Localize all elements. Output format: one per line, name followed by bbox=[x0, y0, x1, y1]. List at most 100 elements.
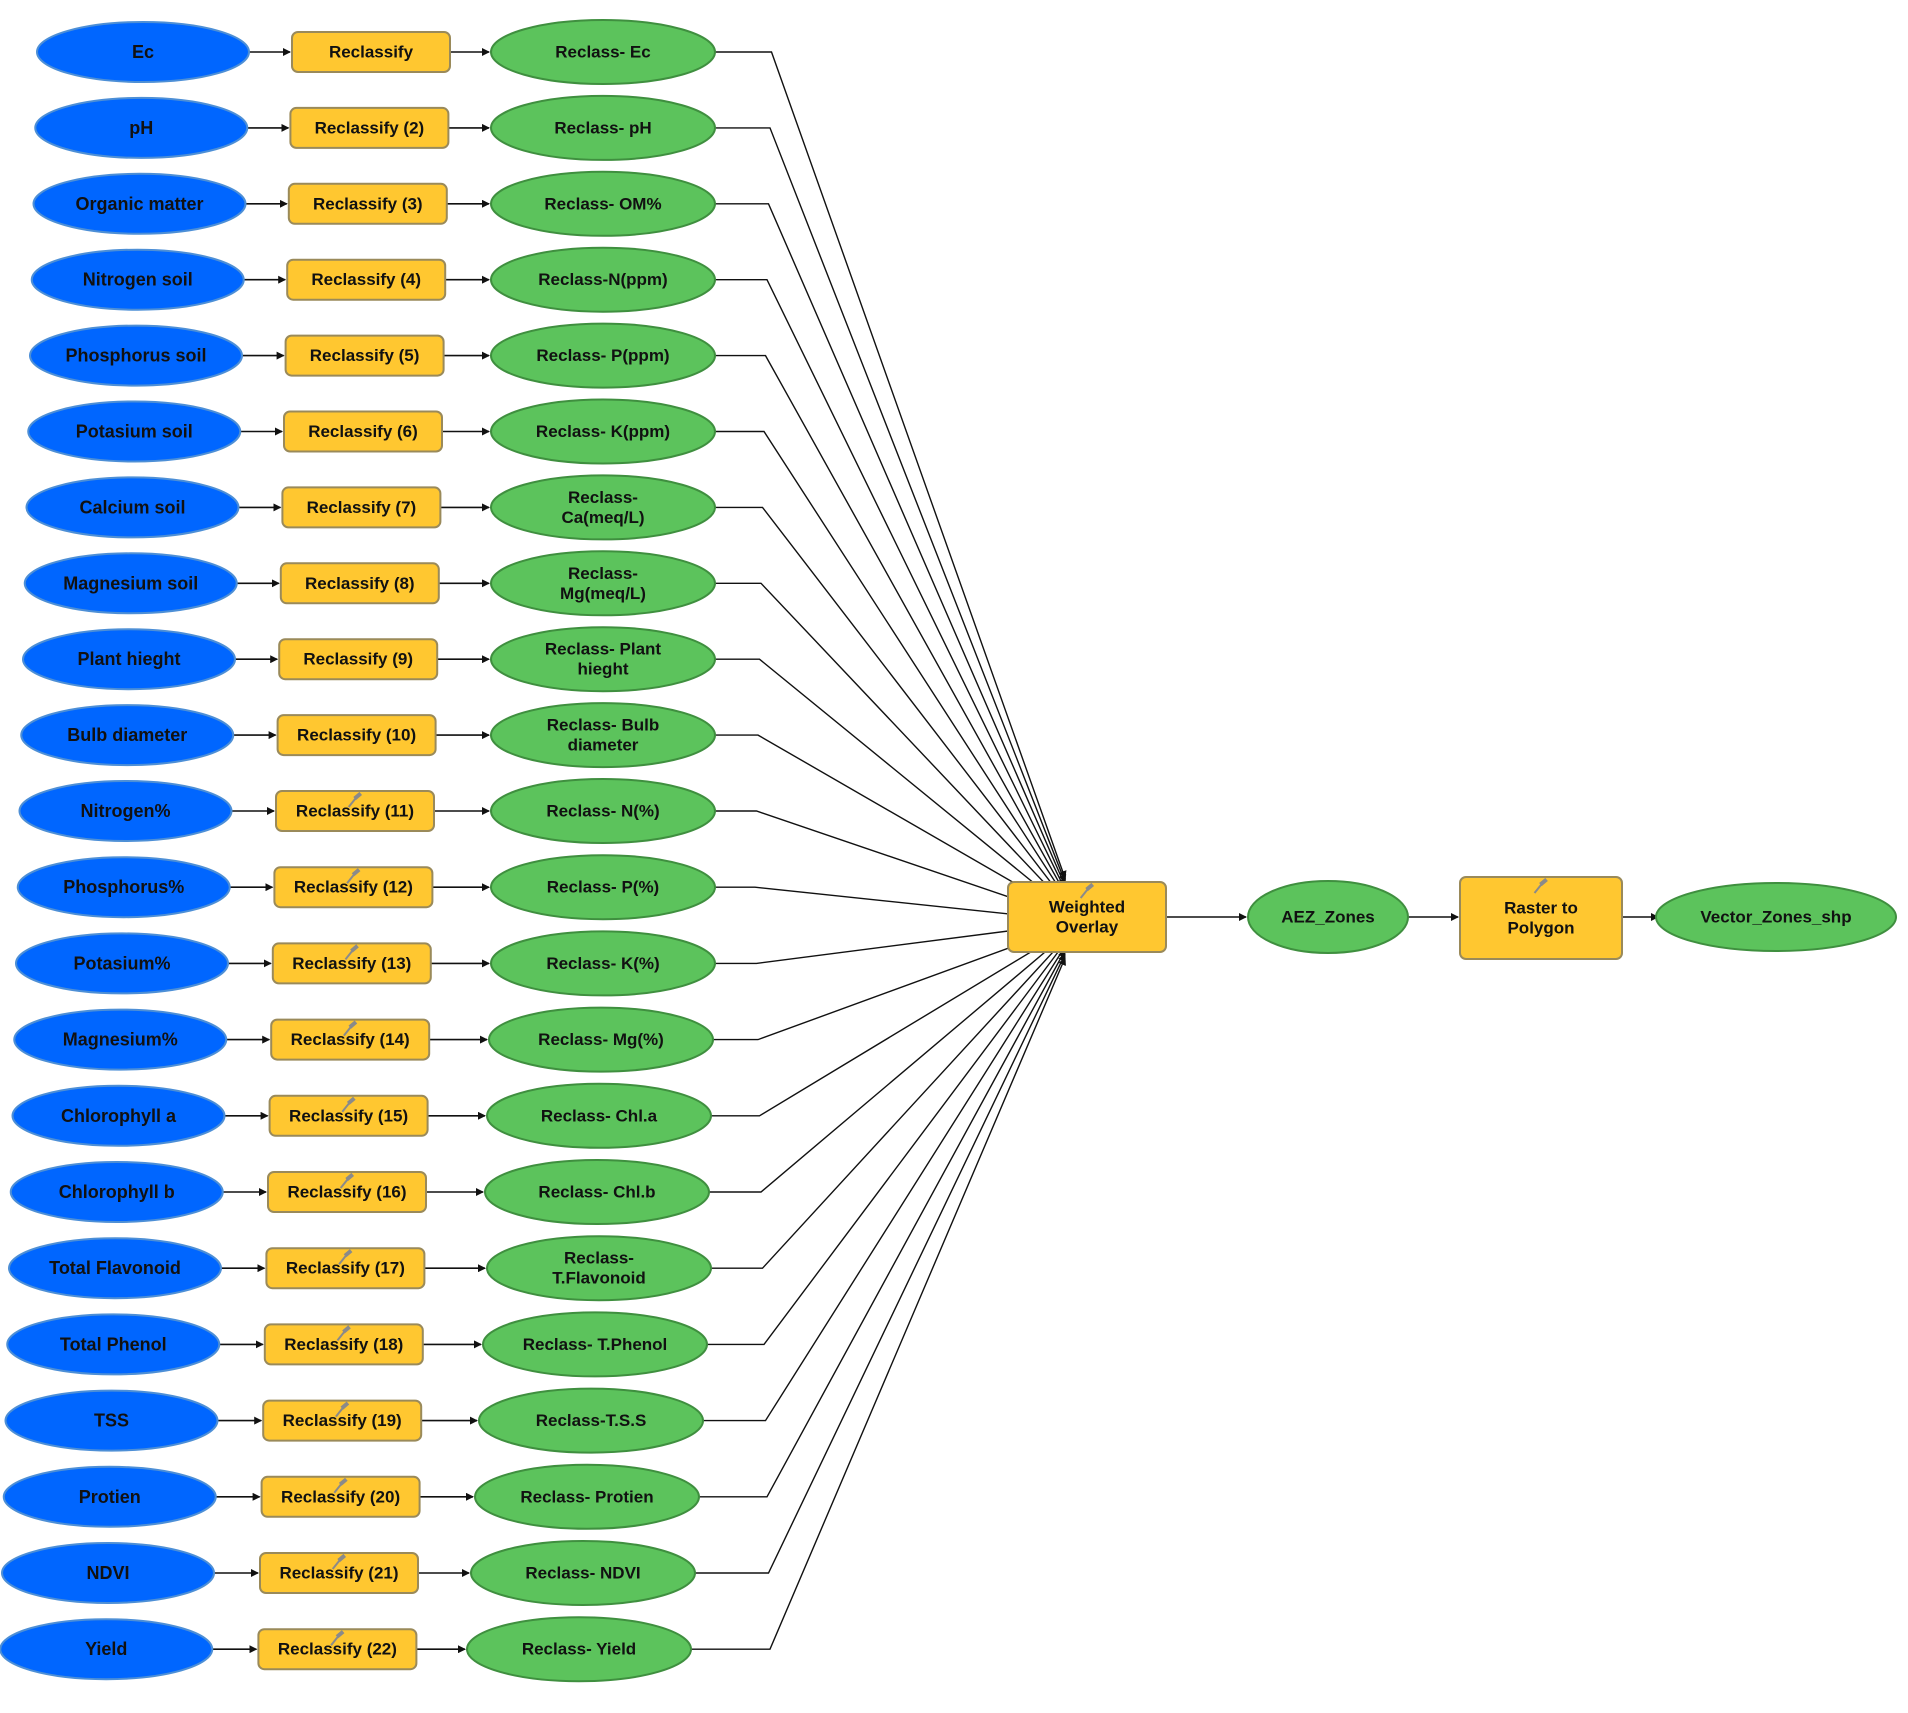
reclassify-tool-node[interactable]: Reclassify (6) bbox=[283, 410, 443, 453]
reclassify-tool-node[interactable]: Reclassify (21) bbox=[259, 1552, 419, 1594]
input-raster-node[interactable]: Organic matter bbox=[32, 172, 247, 235]
input-raster-node[interactable]: Chlorophyll b bbox=[9, 1161, 224, 1223]
input-raster-node[interactable]: Total Phenol bbox=[6, 1313, 221, 1376]
reclass-output-node[interactable]: Reclass- OM% bbox=[490, 170, 716, 237]
reclassify-tool-node[interactable]: Reclassify (15) bbox=[268, 1094, 429, 1137]
input-raster-node[interactable]: Calcium soil bbox=[25, 476, 240, 539]
input-raster-node[interactable]: Magnesium soil bbox=[23, 552, 238, 615]
input-raster-node-shape bbox=[0, 1618, 214, 1681]
reclass-output-node-label: Reclass- P(%) bbox=[547, 878, 659, 897]
reclassify-tool-node[interactable]: Reclassify (22) bbox=[257, 1628, 418, 1671]
input-raster-node[interactable]: Total Flavonoid bbox=[8, 1237, 222, 1300]
input-raster-node-shape bbox=[13, 1008, 228, 1071]
reclassify-tool-node[interactable]: Reclassify (5) bbox=[284, 334, 445, 377]
output-to-overlay-edge bbox=[715, 203, 1066, 887]
reclass-output-node[interactable]: Reclass-Ca(meq/L) bbox=[490, 474, 716, 541]
reclass-output-node[interactable]: Reclass- NDVI bbox=[470, 1540, 696, 1606]
input-raster-node-shape bbox=[8, 1237, 222, 1300]
input-raster-node[interactable]: Nitrogen% bbox=[18, 780, 233, 842]
reclassify-tool-node[interactable]: Reclassify (4) bbox=[286, 258, 447, 301]
reclass-output-node-label: Reclass- NDVI bbox=[525, 1564, 640, 1583]
reclass-output-node[interactable]: Reclass- pH bbox=[490, 94, 716, 161]
input-raster-node[interactable]: Potasium% bbox=[15, 932, 229, 995]
input-raster-node[interactable]: Yield bbox=[0, 1618, 214, 1681]
reclass-output-node[interactable]: Reclass- K(ppm) bbox=[490, 398, 716, 465]
reclassify-tool-node[interactable]: Reclassify (10) bbox=[276, 714, 437, 757]
input-raster-node-shape bbox=[20, 704, 235, 767]
reclassify-tool-node[interactable]: Reclassify (13) bbox=[271, 942, 432, 985]
reclassify-tool-node[interactable]: Reclassify (16) bbox=[267, 1171, 427, 1213]
reclassify-tool-node-shape bbox=[270, 1018, 431, 1061]
reclass-output-node[interactable]: Reclass- Protien bbox=[474, 1463, 700, 1530]
reclassify-tool-node-shape bbox=[268, 1094, 429, 1137]
reclassify-tool-node-label: Reclassify (2) bbox=[315, 118, 425, 137]
reclassify-tool-node[interactable]: Reclassify (3) bbox=[287, 182, 448, 225]
output-to-overlay-edge bbox=[715, 354, 1066, 895]
reclassify-tool-node[interactable]: Reclassify bbox=[291, 31, 451, 73]
node-layer: Ec Reclassify Reclass- Ec pH Reclassify (2) R… bbox=[0, 19, 1897, 1683]
input-raster-node-label: pH bbox=[129, 118, 153, 138]
reclass-output-node-label: T.Flavonoid bbox=[552, 1269, 646, 1288]
input-raster-node[interactable]: Chlorophyll a bbox=[11, 1084, 226, 1147]
reclassify-tool-node[interactable]: Reclassify (19) bbox=[262, 1399, 423, 1442]
vector-zones-node[interactable]: Vector_Zones_shp bbox=[1655, 882, 1897, 952]
reclass-output-node[interactable]: Reclass- P(%) bbox=[490, 854, 716, 921]
output-to-overlay-edge bbox=[707, 941, 1066, 1346]
reclassify-tool-node[interactable]: Reclassify (9) bbox=[278, 638, 439, 681]
reclassify-tool-node-shape bbox=[273, 866, 434, 909]
input-raster-node[interactable]: NDVI bbox=[1, 1542, 215, 1604]
input-raster-node-label: TSS bbox=[94, 1411, 129, 1431]
input-raster-node-shape bbox=[6, 1313, 221, 1376]
reclass-output-node-label: Reclass- Yield bbox=[522, 1640, 636, 1659]
reclass-output-node[interactable]: Reclass-N(ppm) bbox=[490, 246, 716, 313]
aez-zones-node[interactable]: AEZ_Zones bbox=[1247, 880, 1409, 954]
input-raster-node[interactable]: Plant hieght bbox=[22, 628, 236, 691]
reclassify-tool-node-shape bbox=[260, 1475, 421, 1518]
reclassify-tool-node[interactable]: Reclassify (17) bbox=[265, 1247, 426, 1290]
input-raster-node[interactable]: Ec bbox=[36, 21, 250, 83]
reclass-output-node[interactable]: Reclass- Ec bbox=[490, 19, 716, 85]
input-raster-node[interactable]: Phosphorus% bbox=[16, 856, 231, 919]
input-raster-node[interactable]: Magnesium% bbox=[13, 1008, 228, 1071]
reclass-output-node[interactable]: Reclass-T.S.S bbox=[478, 1387, 704, 1454]
input-raster-node-shape bbox=[4, 1389, 219, 1452]
reclassify-tool-node[interactable]: Reclassify (2) bbox=[289, 106, 450, 149]
reclassify-tool-node[interactable]: Reclassify (7) bbox=[281, 486, 442, 529]
reclass-output-node[interactable]: Reclass- Mg(%) bbox=[488, 1006, 714, 1073]
reclass-output-node[interactable]: Reclass-Mg(meq/L) bbox=[490, 550, 716, 617]
reclassify-tool-node[interactable]: Reclassify (20) bbox=[260, 1475, 421, 1518]
reclassify-tool-node-shape bbox=[276, 714, 437, 757]
input-raster-node-label: Calcium soil bbox=[79, 497, 185, 517]
input-raster-node[interactable]: Potasium soil bbox=[27, 400, 242, 463]
weighted-overlay-tool-node-shape bbox=[1007, 881, 1167, 953]
reclassify-tool-node[interactable]: Reclassify (14) bbox=[270, 1018, 431, 1061]
input-raster-node[interactable]: TSS bbox=[4, 1389, 219, 1452]
input-raster-node[interactable]: pH bbox=[34, 96, 249, 159]
reclass-output-node[interactable]: Reclass- Yield bbox=[466, 1616, 692, 1683]
reclass-output-node[interactable]: Reclass- Chl.b bbox=[484, 1159, 710, 1225]
reclassify-tool-node-shape bbox=[291, 31, 451, 73]
reclassify-tool-node[interactable]: Reclassify (12) bbox=[273, 866, 434, 909]
reclass-output-node-shape bbox=[490, 398, 716, 465]
reclass-output-node[interactable]: Reclass- T.Phenol bbox=[482, 1311, 708, 1378]
input-raster-node[interactable]: Bulb diameter bbox=[20, 704, 235, 767]
reclassify-tool-node[interactable]: Reclassify (8) bbox=[279, 562, 440, 605]
input-raster-node[interactable]: Protien bbox=[2, 1465, 217, 1528]
reclassify-tool-node-shape bbox=[289, 106, 450, 149]
reclass-output-node[interactable]: Reclass- Chl.a bbox=[486, 1082, 712, 1149]
input-raster-node-label: Yield bbox=[85, 1639, 127, 1659]
reclassify-tool-node-label: Reclassify (20) bbox=[281, 1487, 400, 1506]
input-raster-node[interactable]: Nitrogen soil bbox=[30, 248, 245, 311]
input-raster-node[interactable]: Phosphorus soil bbox=[29, 324, 243, 387]
reclass-output-node[interactable]: Reclass-T.Flavonoid bbox=[486, 1235, 712, 1302]
reclass-output-node[interactable]: Reclass- K(%) bbox=[490, 930, 716, 997]
reclassify-tool-node[interactable]: Reclassify (11) bbox=[275, 790, 435, 832]
reclass-output-node[interactable]: Reclass- P(ppm) bbox=[490, 322, 716, 389]
reclass-output-node[interactable]: Reclass- N(%) bbox=[490, 778, 716, 844]
reclassify-tool-node[interactable]: Reclassify (18) bbox=[263, 1323, 424, 1366]
reclass-output-node-shape bbox=[486, 1235, 712, 1302]
